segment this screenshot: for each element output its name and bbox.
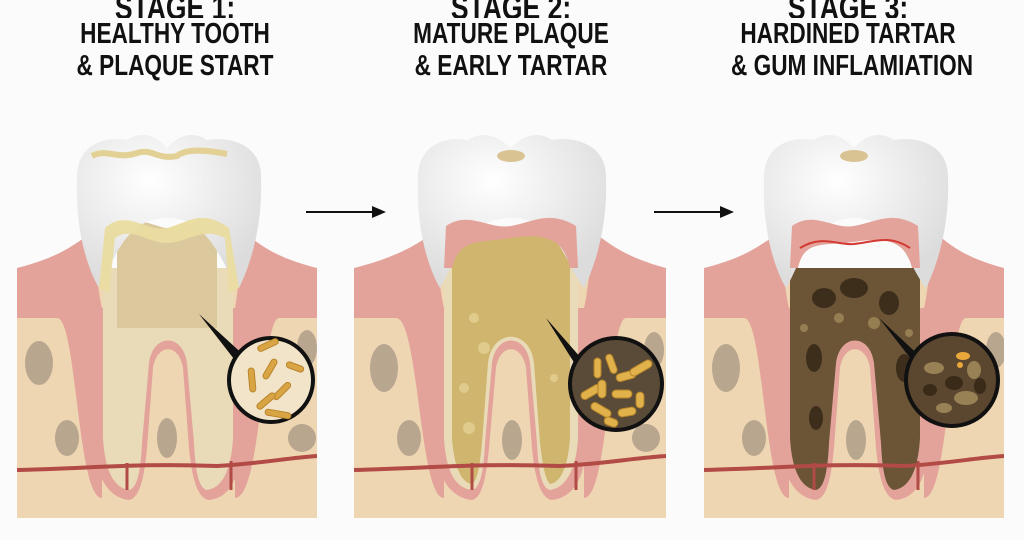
stage-3-label: STAGE 3:: [731, 0, 965, 18]
stage-2-line-1: MATURE PLAQUE: [413, 18, 609, 50]
stage-3-title: STAGE 3: HARDINED TARTAR & GUM INFLAMIAT…: [731, 0, 974, 82]
stage-1-illustration: [17, 118, 317, 518]
arrow-icon: [306, 206, 386, 218]
arrow-icon: [654, 206, 734, 218]
stage-2-title: STAGE 2: MATURE PLAQUE & EARLY TARTAR: [398, 0, 624, 82]
stage-1-line-1: HEALTHY TOOTH: [80, 18, 270, 50]
stage-2-label: STAGE 2:: [398, 0, 624, 18]
stage-3-line-2: & GUM INFLAMIATION: [731, 50, 974, 82]
stage-2-line-2: & EARLY TARTAR: [414, 50, 608, 82]
stage-1-title: STAGE 1: HEALTHY TOOTH & PLAQUE START: [62, 0, 288, 82]
stage-3-line-1: HARDINED TARTAR: [740, 18, 956, 50]
stage-1-label: STAGE 1:: [62, 0, 288, 18]
stage-3-illustration: [704, 118, 1004, 518]
stage-1-line-2: & PLAQUE START: [76, 50, 274, 82]
stage-2-illustration: [354, 118, 666, 518]
